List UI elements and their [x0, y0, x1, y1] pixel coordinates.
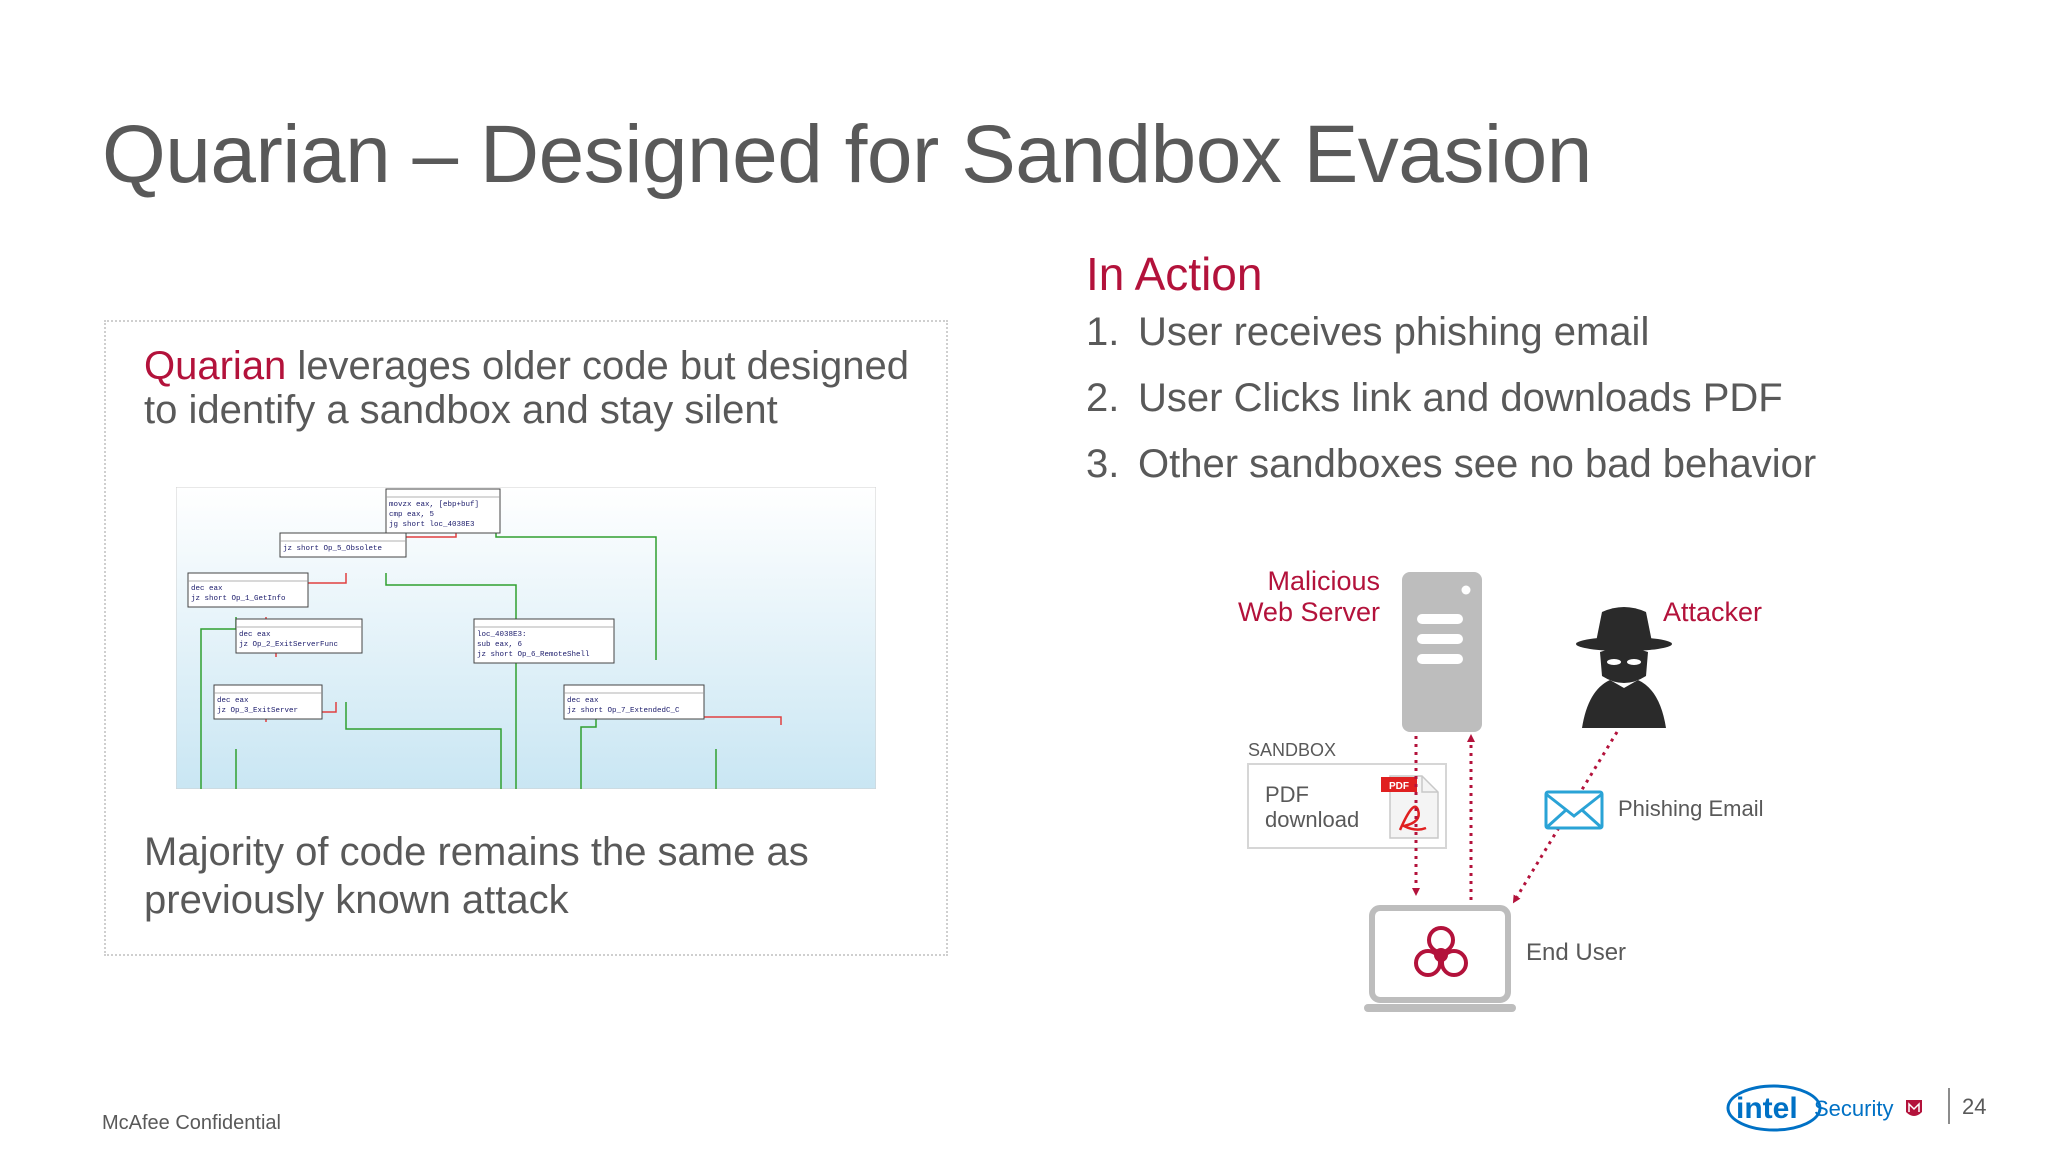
server-icon	[1402, 572, 1482, 732]
server-label-line1: Malicious	[1267, 566, 1380, 596]
phishing-email-label: Phishing Email	[1618, 796, 1764, 821]
end-user-label: End User	[1526, 939, 1626, 966]
in-action-heading: In Action	[1086, 248, 1263, 300]
code-line: jz short Op_5_Obsolete	[283, 545, 382, 553]
attacker-label: Attacker	[1663, 597, 1762, 627]
step-3-text: Other sandboxes see no bad behavior	[1138, 442, 1817, 486]
intel-security-logo: intel Security	[1726, 1084, 1922, 1132]
sandbox-label: SANDBOX	[1248, 740, 1336, 760]
disassembly-graph-image: movzx eax, [ebp+buf] cmp eax, 5 jg short l…	[176, 487, 876, 789]
pdf-label-line1: PDF	[1265, 782, 1309, 807]
code-line: sub eax, 6	[477, 641, 523, 649]
code-line: dec eax	[191, 585, 223, 593]
code-line: jz Op_2_ExitServerFunc	[239, 641, 338, 649]
mcafee-shield-icon	[1906, 1100, 1922, 1116]
code-block-node: movzx eax, [ebp+buf] cmp eax, 5 jg short l…	[385, 488, 501, 534]
code-line: dec eax	[567, 697, 599, 705]
pdf-file-icon: PDF	[1381, 775, 1439, 839]
code-line: cmp eax, 5	[389, 511, 435, 519]
summary-text: Majority of code remains the same as pre…	[144, 830, 809, 922]
code-block-node: dec eax jz short Op_7_ExtendedC_C	[563, 684, 705, 720]
server-label-line2: Web Server	[1238, 597, 1380, 627]
code-block-node: jz short Op_5_Obsolete	[279, 532, 407, 558]
confidential-footer: McAfee Confidential	[102, 1112, 281, 1134]
code-line: dec eax	[239, 631, 271, 639]
code-block-node: dec eax jz Op_2_ExitServerFunc	[235, 618, 363, 654]
step-3-number: 3.	[1086, 442, 1120, 486]
code-line: loc_4038E3:	[477, 631, 527, 639]
intro-text: Quarian leverages older code but designe…	[144, 344, 924, 432]
code-block-node: dec eax jz short Op_1_GetInfo	[187, 572, 309, 608]
code-block-node: dec eax jz Op_3_ExitServer	[213, 684, 323, 720]
slide-title: Quarian – Designed for Sandbox Evasion	[102, 109, 1592, 200]
code-line: jz short Op_1_GetInfo	[191, 595, 286, 603]
code-line: dec eax	[217, 697, 249, 705]
attack-flow-diagram: Malicious Web Server Attacker SANDBOX PD…	[1238, 566, 1764, 1012]
code-line: movzx eax, [ebp+buf]	[389, 501, 479, 509]
step-1-number: 1.	[1086, 310, 1120, 354]
step-1: 1. User receives phishing email	[1086, 310, 1649, 355]
code-block-node: loc_4038E3:sub eax, 6 jz short Op_6_Remot…	[473, 618, 615, 664]
code-line: jz Op_3_ExitServer	[217, 707, 298, 715]
left-content-box	[104, 320, 948, 956]
step-1-text: User receives phishing email	[1138, 310, 1650, 354]
code-line: jz short Op_6_RemoteShell	[477, 651, 590, 659]
logo-brand-text: intel	[1736, 1092, 1798, 1125]
email-envelope-icon	[1544, 790, 1604, 830]
pdf-label-line2: download	[1265, 807, 1359, 832]
pdf-icon-text: PDF	[1389, 781, 1409, 792]
page-number: 24	[1962, 1094, 1987, 1119]
code-line: jg short loc_4038E3	[389, 521, 475, 529]
logo-product-text: Security	[1814, 1096, 1893, 1121]
step-2-number: 2.	[1086, 376, 1120, 420]
step-2: 2. User Clicks link and downloads PDF	[1086, 376, 1783, 421]
intro-rest: leverages older code but designed to ide…	[144, 344, 909, 432]
footer-divider	[1948, 1088, 1950, 1124]
biohazard-icon	[1414, 926, 1468, 977]
attacker-icon	[1576, 607, 1672, 728]
step-3: 3. Other sandboxes see no bad behavior	[1086, 442, 1816, 487]
step-2-text: User Clicks link and downloads PDF	[1138, 376, 1783, 420]
code-line: jz short Op_7_ExtendedC_C	[567, 707, 680, 715]
intro-highlight: Quarian	[144, 344, 287, 388]
